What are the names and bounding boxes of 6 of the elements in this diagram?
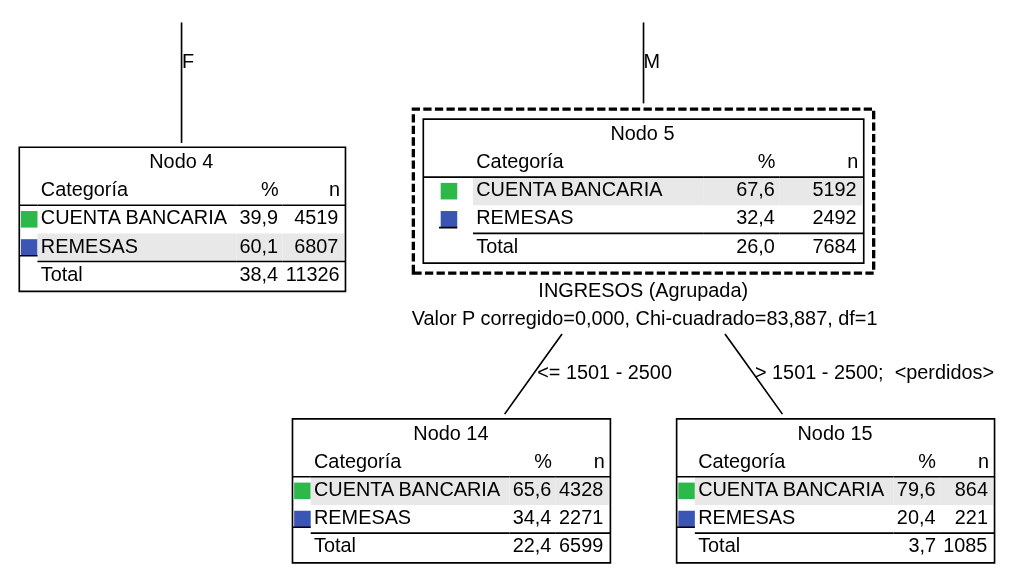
edge-label: F <box>182 49 195 72</box>
node-label: Valor P corregido=0,000, Chi-cuadrado=83,887, df=1 <box>411 307 878 330</box>
edge-label: M <box>643 49 661 72</box>
edge-label: > 1501 - 2500; <perdidos> <box>754 361 995 384</box>
edge-label: <= 1501 - 2500 <box>537 361 672 384</box>
node-label: INGRESOS (Agrupada) <box>538 279 749 302</box>
